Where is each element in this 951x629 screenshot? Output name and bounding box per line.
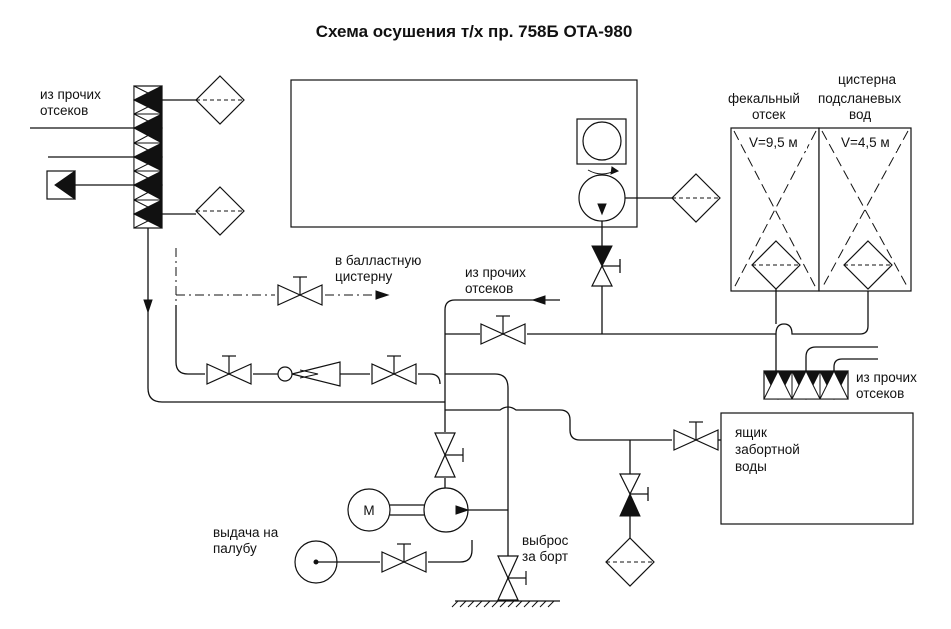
manifold-cell-1 bbox=[132, 85, 164, 115]
gate-valve-lower-mid bbox=[371, 355, 417, 385]
motor-label: М bbox=[363, 503, 374, 518]
overboard-valve bbox=[497, 555, 527, 601]
bilge-tank-volume: V=4,5 м bbox=[841, 135, 890, 150]
svg-text:подсланевых: подсланевых bbox=[818, 91, 901, 106]
svg-text:цистерну: цистерну bbox=[335, 269, 393, 284]
gate-valve-mid bbox=[480, 315, 526, 345]
manifold-cell-4 bbox=[132, 170, 164, 201]
strainer-engine-room bbox=[671, 173, 721, 223]
label-overboard: выброс bbox=[522, 533, 569, 548]
pump-discharge-valve bbox=[591, 245, 621, 287]
fecal-tank-volume: V=9,5 м bbox=[749, 135, 798, 150]
label-sea-chest: ящик bbox=[735, 425, 767, 440]
svg-text:забортной: забортной bbox=[735, 442, 800, 457]
right-valve-block bbox=[763, 369, 849, 401]
motor bbox=[347, 488, 391, 532]
strainer-bottom-left bbox=[195, 186, 245, 236]
label-fecal-compartment: фекальный bbox=[728, 91, 800, 106]
check-valve bbox=[277, 361, 341, 387]
label-bilge-water-tank: цистерна bbox=[838, 72, 897, 87]
svg-text:воды: воды bbox=[735, 459, 767, 474]
manifold-cell-2 bbox=[132, 113, 164, 144]
left-valve-manifold bbox=[132, 85, 164, 229]
strainer-top-left bbox=[195, 75, 245, 125]
diagram-title: Схема осушения т/х пр. 758Б ОТА-980 bbox=[316, 22, 633, 41]
hull-ground-hatch bbox=[451, 600, 560, 608]
svg-text:палубу: палубу bbox=[213, 541, 257, 556]
svg-text:отсек: отсек bbox=[752, 107, 786, 122]
svg-text:вод: вод bbox=[849, 107, 871, 122]
label-from-other-compartments-mid: из прочих bbox=[465, 265, 526, 280]
vertical-check-valve-lower bbox=[619, 473, 649, 517]
ballast-valve bbox=[277, 276, 323, 306]
svg-text:за борт: за борт bbox=[522, 549, 568, 564]
sea-chest bbox=[720, 412, 914, 525]
strainer-lower-right bbox=[605, 537, 655, 587]
svg-text:отсеков: отсеков bbox=[856, 386, 904, 401]
vertical-gate-valve-pump-suction bbox=[434, 432, 464, 478]
manifold-cell-3 bbox=[132, 142, 164, 172]
label-from-other-compartments-top: из прочих bbox=[40, 87, 101, 102]
svg-text:отсеков: отсеков bbox=[40, 103, 88, 118]
gate-valve-lower-left bbox=[206, 355, 252, 385]
label-to-ballast-tank: в балластную bbox=[335, 253, 421, 268]
deck-supply-valve bbox=[381, 543, 427, 573]
non-return-valve-left bbox=[46, 170, 76, 200]
sea-chest-valve bbox=[673, 421, 719, 451]
label-deck-supply: выдача на bbox=[213, 525, 279, 540]
svg-text:отсеков: отсеков bbox=[465, 281, 513, 296]
label-from-other-compartments-right: из прочих bbox=[856, 370, 917, 385]
